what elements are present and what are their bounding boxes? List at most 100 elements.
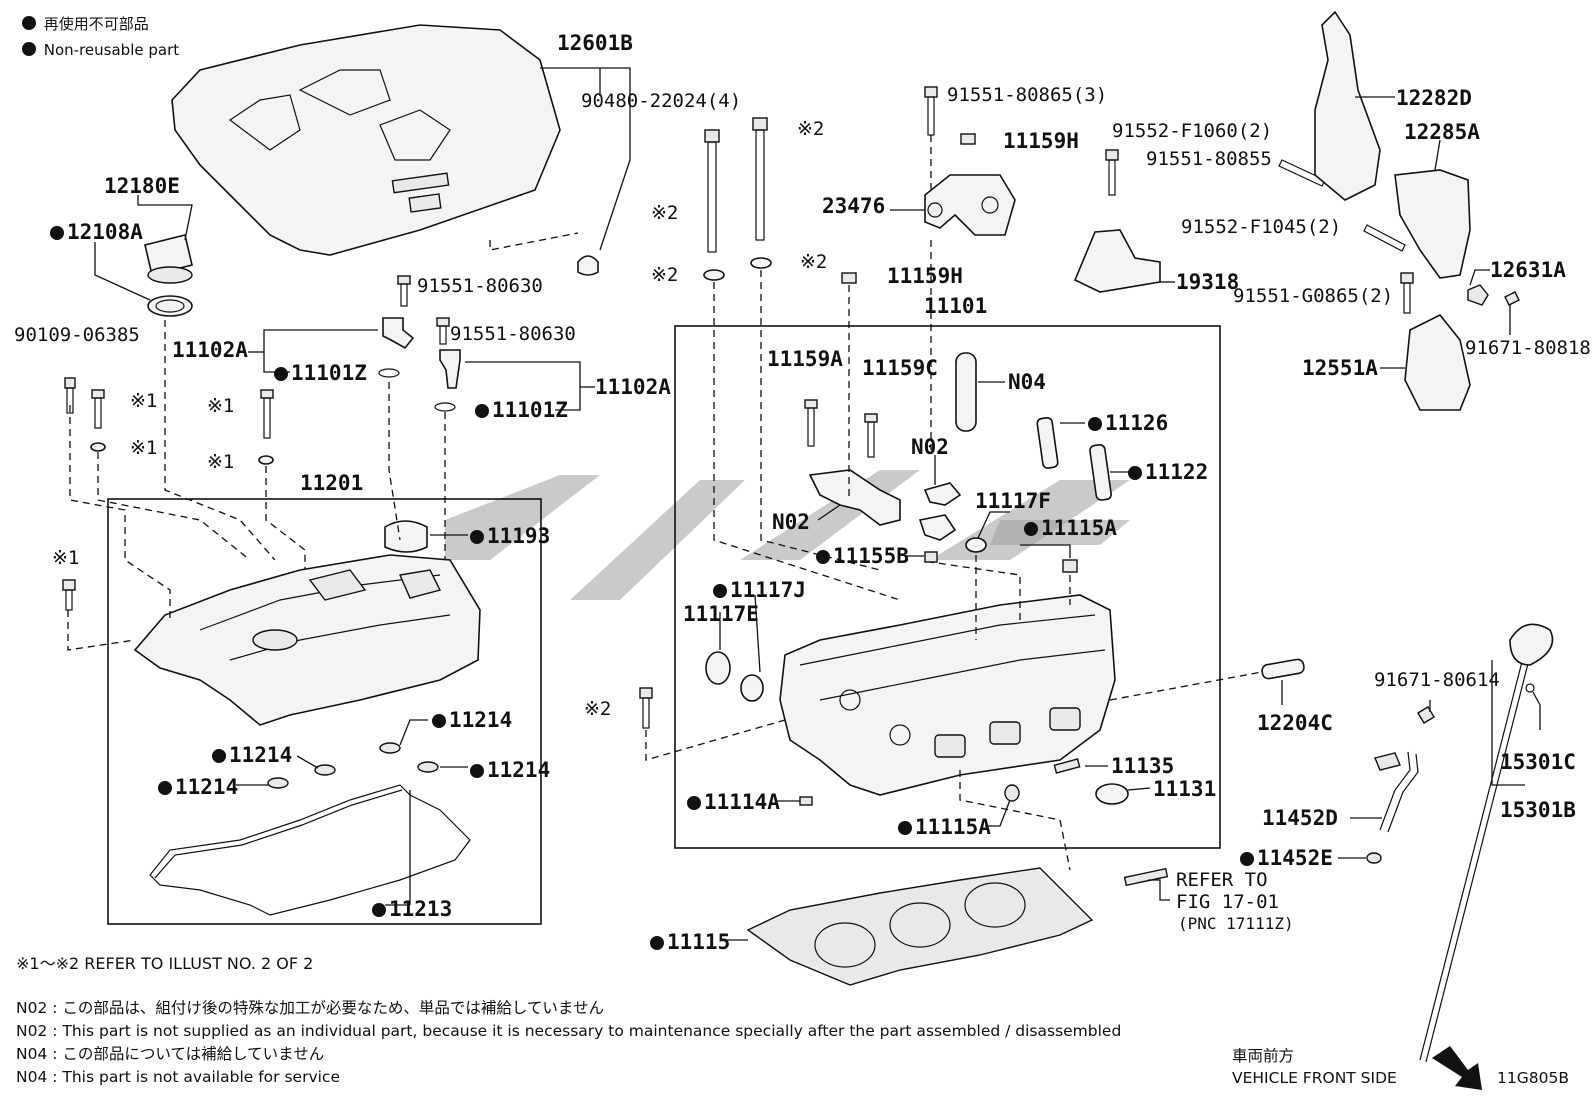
pcv-valve-12204C [1261,658,1305,680]
ref-mark-x2-d: ※2 [800,251,828,273]
part-label-91552-F1060[interactable]: 91552-F1060(2) [1112,120,1273,142]
part-label-11102A-right[interactable]: 11102A [595,375,671,399]
part-label-11115A-a[interactable]: 11115A [1024,518,1117,539]
bracket-12285A [1394,169,1471,279]
part-label-11101Z-left[interactable]: 11101Z [274,363,367,384]
part-label-11122[interactable]: 11122 [1128,462,1208,483]
camshaft-cap-N02-b [923,482,962,506]
camshaft-cap-N02-c [918,514,957,541]
legend-nonreusable-en: Non-reusable part [22,42,179,58]
vehicle-front-ja: 車両前方 [1232,1047,1295,1065]
part-label-12285A[interactable]: 12285A [1404,120,1480,144]
part-label-11214-a[interactable]: 11214 [432,710,512,731]
part-label-11159C[interactable]: 11159C [862,356,938,380]
part-label-N02-a[interactable]: N02 [911,435,949,459]
part-label-11101Z-right[interactable]: 11101Z [475,400,568,421]
bracket-19318 [1073,229,1161,293]
ref-mark-x2-b: ※2 [651,264,679,286]
head-cover-gasket-11213 [149,784,471,916]
ref-mark-x1-a: ※1 [130,390,158,412]
part-label-11114A[interactable]: 11114A [687,792,780,813]
part-label-11155B[interactable]: 11155B [816,546,909,567]
part-label-15301B[interactable]: 15301B [1500,798,1576,822]
part-label-11159A[interactable]: 11159A [767,347,843,371]
bearing-cap-23476 [924,174,1016,236]
part-label-19318[interactable]: 19318 [1176,270,1240,294]
cylinder-head-11101 [779,594,1116,796]
bracket-12551A [1404,313,1471,411]
part-label-91671-80614[interactable]: 91671-80614 [1374,669,1500,691]
part-label-91551-G0865[interactable]: 91551-G0865(2) [1233,285,1394,307]
part-label-11159H-b[interactable]: 11159H [887,264,963,288]
filled-dot-icon [22,16,36,30]
oring-11452E [1366,852,1382,864]
head-group-box [674,325,1221,849]
part-label-12551A[interactable]: 12551A [1302,356,1378,380]
part-label-11452D[interactable]: 11452D [1262,806,1338,830]
dowel-N04 [955,352,977,432]
note-n02-en: N02 : This part is not supplied as an in… [16,1022,1122,1040]
part-label-90480-22024[interactable]: 90480-22024(4) [581,90,742,112]
part-label-11126[interactable]: 11126 [1088,413,1168,434]
vehicle-front-en: VEHICLE FRONT SIDE [1232,1069,1397,1087]
part-label-12180E[interactable]: 12180E [104,174,180,198]
bolts [62,86,1520,729]
part-label-15301C[interactable]: 15301C [1500,750,1576,774]
oil-filler-cap-12180E [144,234,193,317]
part-label-90109-06385[interactable]: 90109-06385 [14,324,140,346]
part-label-91551-80630-b[interactable]: 91551-80630 [450,323,576,345]
part-label-12204C[interactable]: 12204C [1257,711,1333,735]
part-label-11452E[interactable]: 11452E [1240,848,1333,869]
part-label-91551-80855[interactable]: 91551-80855 [1146,148,1272,170]
part-label-23476[interactable]: 23476 [822,194,886,218]
part-label-11193[interactable]: 11193 [470,526,550,547]
note-n02-ja: N02 : この部品は、組付け後の特殊な加工が必要なため、単品では補給していませ… [16,999,604,1017]
ref-mark-x2-c: ※2 [797,118,825,140]
legend-nonreusable-ja: 再使用不可部品 [22,16,149,32]
part-label-11115[interactable]: 11115 [650,932,730,953]
part-label-N04[interactable]: N04 [1008,370,1046,394]
refer-illust-note: ※1～※2 REFER TO ILLUST NO. 2 OF 2 [16,954,314,973]
part-label-91671-80818[interactable]: 91671-80818 [1465,337,1591,359]
part-label-11115A-b[interactable]: 11115A [898,817,991,838]
engine-hanger-12282D [1314,10,1381,201]
part-label-N02-b[interactable]: N02 [772,510,810,534]
part-label-11117E[interactable]: 11117E [683,602,759,626]
cylinder-head-cover-11201 [133,554,481,726]
part-label-11159H-a[interactable]: 11159H [1003,129,1079,153]
part-label-91551-80865[interactable]: 91551-80865(3) [947,84,1108,106]
ref-mark-x1-b: ※1 [130,437,158,459]
ref-mark-x2-e: ※2 [584,698,612,720]
filled-dot-icon [22,42,36,56]
note-n04-en: N04 : This part is not available for ser… [16,1068,340,1086]
part-label-11135[interactable]: 11135 [1111,754,1175,778]
part-label-11214-b[interactable]: 11214 [212,745,292,766]
clip-12631A [1467,284,1489,306]
part-label-11214-d[interactable]: 11214 [158,777,238,798]
part-label-11101[interactable]: 11101 [924,294,988,318]
part-label-12108A[interactable]: 12108A [50,222,143,243]
part-label-12631A[interactable]: 12631A [1490,258,1566,282]
part-label-12282D[interactable]: 12282D [1396,86,1472,110]
ref-mark-x1-d: ※1 [207,451,235,473]
part-label-91552-F1045[interactable]: 91552-F1045(2) [1181,216,1342,238]
part-label-11214-c[interactable]: 11214 [470,760,550,781]
front-arrow-icon [1432,1046,1482,1090]
part-label-11102A-left[interactable]: 11102A [172,338,248,362]
part-label-91551-80630-a[interactable]: 91551-80630 [417,275,543,297]
ref-mark-x2-a: ※2 [651,202,679,224]
part-label-11131[interactable]: 11131 [1153,777,1217,801]
refer-to-line-1: REFER TO [1176,869,1268,891]
part-label-11201[interactable]: 11201 [300,471,364,495]
dipstick-15301B [1419,649,1526,1061]
refer-to-line-2[interactable]: FIG 17-01 [1176,891,1279,913]
ref-mark-x1-e: ※1 [52,547,80,569]
camshaft-cap-N02-a [808,469,901,526]
part-label-11117F[interactable]: 11117F [975,489,1051,513]
cover-group-box [107,498,542,925]
part-label-11213[interactable]: 11213 [372,899,452,920]
part-label-12601B[interactable]: 12601B [557,31,633,55]
part-label-11117J[interactable]: 11117J [713,580,806,601]
